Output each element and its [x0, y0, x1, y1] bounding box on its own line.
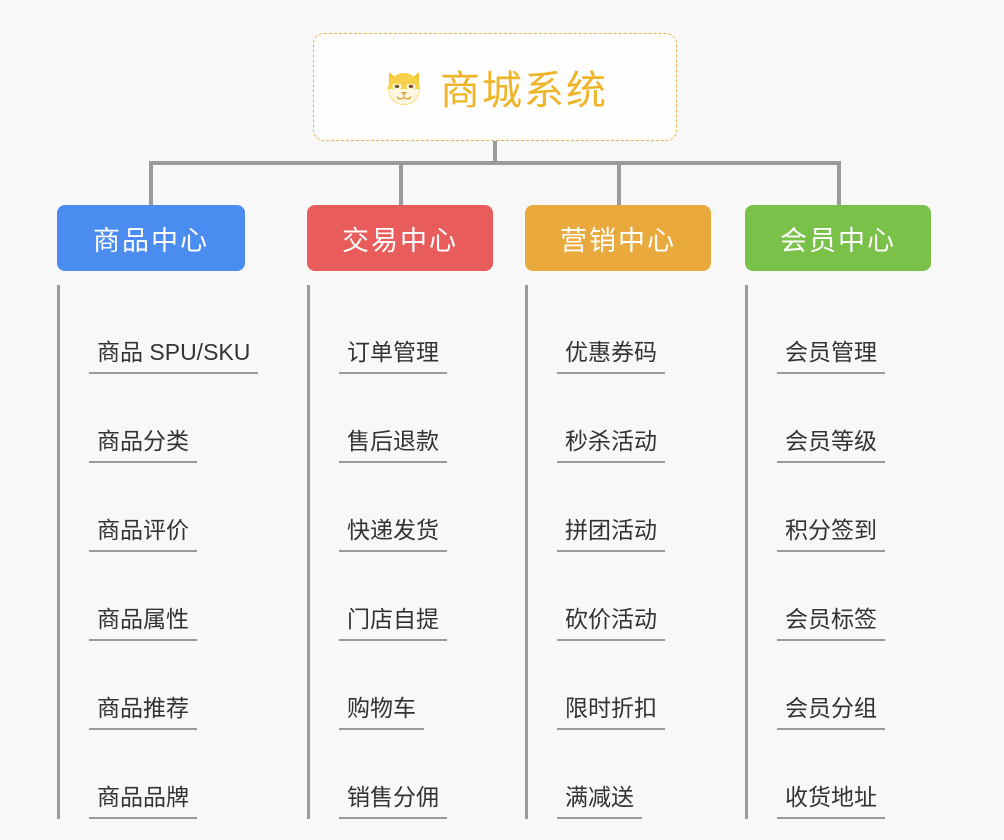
leaf-item[interactable]: 商品评价 — [57, 463, 245, 552]
branch-header-product-center[interactable]: 商品中心 — [57, 205, 245, 271]
leaf-item[interactable]: 商品推荐 — [57, 641, 245, 730]
leaf-label: 秒杀活动 — [557, 428, 665, 463]
branch-label: 会员中心 — [780, 225, 896, 256]
branch-header-marketing-center[interactable]: 营销中心 — [525, 205, 711, 271]
leaf-item[interactable]: 会员等级 — [745, 374, 931, 463]
branch-product-center: 商品中心 商品 SPU/SKU 商品分类 商品评价 商品属性 商品推荐 商品品牌 — [57, 205, 259, 819]
leaf-label: 商品 SPU/SKU — [89, 339, 259, 374]
leaf-item[interactable]: 订单管理 — [307, 285, 493, 374]
branch-label: 商品中心 — [93, 225, 209, 256]
leaf-label: 限时折扣 — [557, 695, 665, 730]
leaf-trunk — [307, 285, 310, 819]
leaf-label: 会员等级 — [777, 428, 885, 463]
connector-drop-trade-center — [399, 161, 403, 207]
leaf-label: 门店自提 — [339, 606, 447, 641]
leaf-label: 积分签到 — [777, 517, 885, 552]
leaf-label: 满减送 — [557, 784, 642, 819]
leaf-item[interactable]: 商品分类 — [57, 374, 245, 463]
leaf-label: 订单管理 — [339, 339, 447, 374]
connector-drop-product-center — [149, 161, 153, 207]
leaf-label: 拼团活动 — [557, 517, 665, 552]
root-title: 商城系统 — [440, 69, 608, 113]
leaf-item[interactable]: 会员分组 — [745, 641, 931, 730]
leaf-item[interactable]: 商品 SPU/SKU — [57, 285, 259, 374]
leaf-label: 砍价活动 — [557, 606, 665, 641]
leaf-list-member-center: 会员管理 会员等级 积分签到 会员标签 会员分组 收货地址 — [745, 285, 931, 819]
connector-drop-marketing-center — [617, 161, 621, 207]
leaf-label: 快递发货 — [339, 517, 447, 552]
branch-label: 营销中心 — [560, 225, 676, 256]
leaf-item[interactable]: 商品品牌 — [57, 730, 245, 819]
leaf-item[interactable]: 售后退款 — [307, 374, 493, 463]
leaf-trunk — [745, 285, 748, 819]
connector-root-stem — [493, 141, 497, 164]
leaf-label: 优惠券码 — [557, 339, 665, 374]
root-node[interactable]: 商城系统 — [313, 33, 677, 141]
leaf-item[interactable]: 积分签到 — [745, 463, 931, 552]
leaf-label: 会员分组 — [777, 695, 885, 730]
connector-horizontal-bus — [149, 161, 841, 165]
leaf-label: 销售分佣 — [339, 784, 447, 819]
connector-drop-member-center — [837, 161, 841, 207]
leaf-label: 商品品牌 — [89, 784, 197, 819]
leaf-trunk — [525, 285, 528, 819]
branch-trade-center: 交易中心 订单管理 售后退款 快递发货 门店自提 购物车 销售分佣 — [307, 205, 493, 819]
leaf-item[interactable]: 销售分佣 — [307, 730, 493, 819]
leaf-label: 商品分类 — [89, 428, 197, 463]
leaf-item[interactable]: 会员管理 — [745, 285, 931, 374]
leaf-item[interactable]: 砍价活动 — [525, 552, 711, 641]
leaf-list-marketing-center: 优惠券码 秒杀活动 拼团活动 砍价活动 限时折扣 满减送 — [525, 285, 711, 819]
leaf-item[interactable]: 门店自提 — [307, 552, 493, 641]
leaf-item[interactable]: 购物车 — [307, 641, 493, 730]
leaf-label: 商品属性 — [89, 606, 197, 641]
leaf-item[interactable]: 拼团活动 — [525, 463, 711, 552]
branch-member-center: 会员中心 会员管理 会员等级 积分签到 会员标签 会员分组 收货地址 — [745, 205, 931, 819]
branch-header-trade-center[interactable]: 交易中心 — [307, 205, 493, 271]
leaf-list-product-center: 商品 SPU/SKU 商品分类 商品评价 商品属性 商品推荐 商品品牌 — [57, 285, 259, 819]
leaf-trunk — [57, 285, 60, 819]
leaf-item[interactable]: 快递发货 — [307, 463, 493, 552]
leaf-item[interactable]: 会员标签 — [745, 552, 931, 641]
leaf-label: 收货地址 — [777, 784, 885, 819]
leaf-label: 售后退款 — [339, 428, 447, 463]
branch-header-member-center[interactable]: 会员中心 — [745, 205, 931, 271]
leaf-label: 商品评价 — [89, 517, 197, 552]
shiba-dog-face-icon — [382, 65, 426, 109]
leaf-item[interactable]: 秒杀活动 — [525, 374, 711, 463]
leaf-item[interactable]: 收货地址 — [745, 730, 931, 819]
branch-label: 交易中心 — [342, 225, 458, 256]
leaf-label: 购物车 — [339, 695, 424, 730]
leaf-item[interactable]: 商品属性 — [57, 552, 245, 641]
branch-marketing-center: 营销中心 优惠券码 秒杀活动 拼团活动 砍价活动 限时折扣 满减送 — [525, 205, 711, 819]
leaf-item[interactable]: 限时折扣 — [525, 641, 711, 730]
leaf-label: 会员标签 — [777, 606, 885, 641]
leaf-item[interactable]: 满减送 — [525, 730, 711, 819]
leaf-list-trade-center: 订单管理 售后退款 快递发货 门店自提 购物车 销售分佣 — [307, 285, 493, 819]
leaf-item[interactable]: 优惠券码 — [525, 285, 711, 374]
leaf-label: 商品推荐 — [89, 695, 197, 730]
leaf-label: 会员管理 — [777, 339, 885, 374]
